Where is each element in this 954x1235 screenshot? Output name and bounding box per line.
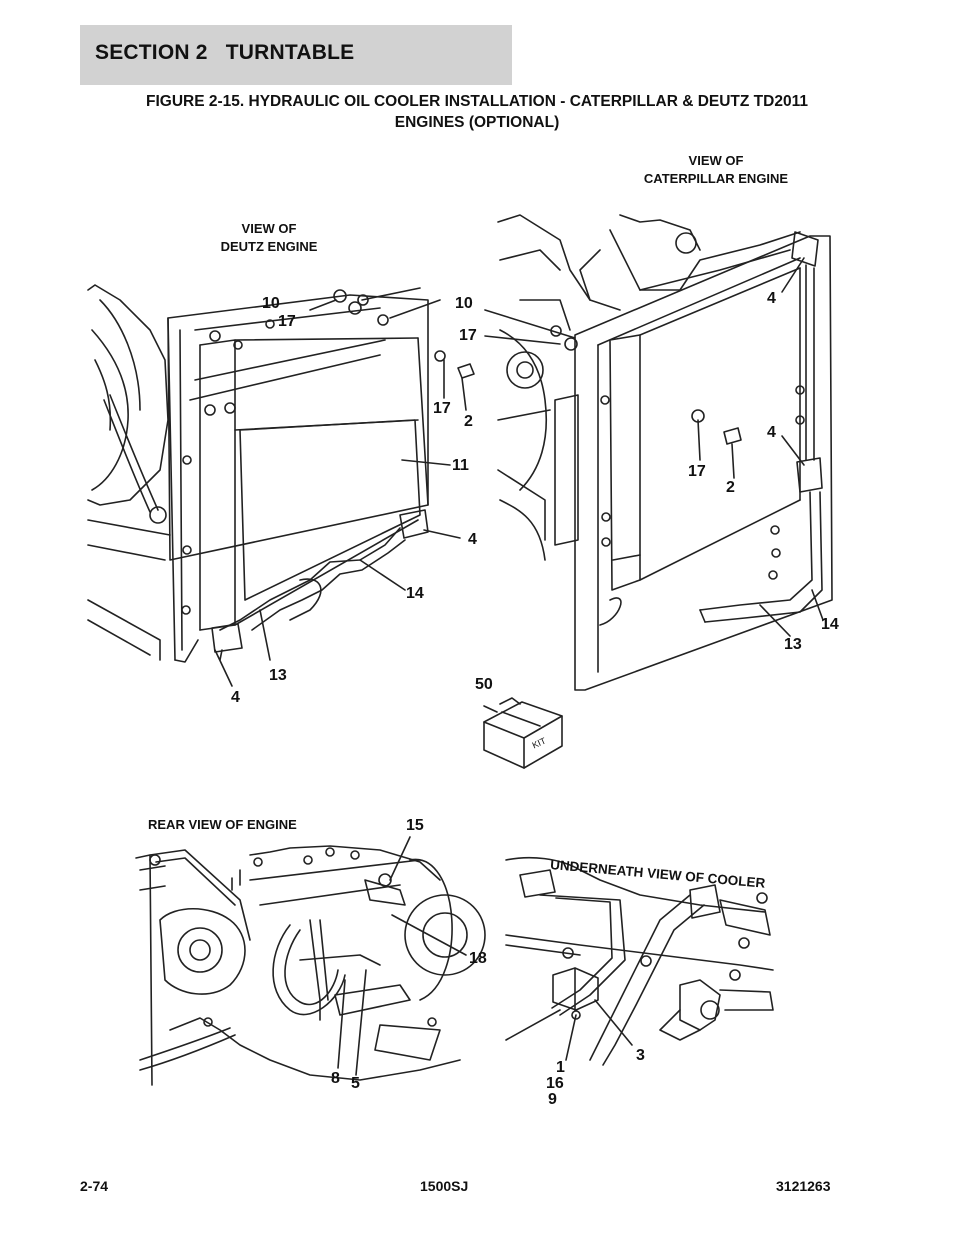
rear-view-drawing: [135, 836, 486, 1086]
callout-rear-5: 5: [351, 1075, 360, 1092]
model-number: 1500SJ: [420, 1178, 469, 1194]
caterpillar-view-label: VIEW OF CATERPILLAR ENGINE: [608, 152, 824, 188]
callout-rear-18: 18: [469, 950, 487, 967]
figure-title-line1: FIGURE 2-15. HYDRAULIC OIL COOLER INSTAL…: [146, 93, 808, 110]
callout-deutz-11: 11: [452, 457, 469, 474]
callout-under-1: 1: [556, 1059, 565, 1076]
callout-rear-15: 15: [406, 817, 424, 834]
caterpillar-view-label-line2: CATERPILLAR ENGINE: [643, 171, 789, 186]
deutz-engine-drawing: [87, 284, 475, 687]
page-number: 2-74: [80, 1178, 109, 1194]
caterpillar-engine-drawing: [484, 214, 833, 691]
rear-view-label: REAR VIEW OF ENGINE: [148, 817, 297, 832]
callout-cat-4b: 4: [767, 424, 776, 441]
callout-cat-14: 14: [821, 616, 839, 633]
callout-under-3: 3: [636, 1047, 645, 1064]
section-title: SECTION 2 TURNTABLE: [95, 41, 355, 64]
callout-deutz-10a: 10: [262, 295, 280, 312]
callout-cat-4a: 4: [767, 290, 776, 307]
callout-deutz-13: 13: [269, 667, 287, 684]
callout-rear-8: 8: [331, 1070, 340, 1087]
callout-cat-2: 2: [726, 479, 735, 496]
callout-deutz-17b: 17: [459, 327, 477, 344]
callout-deutz-17a: 17: [278, 313, 296, 330]
callout-under-9: 9: [548, 1091, 557, 1108]
callout-cat-17: 17: [688, 463, 706, 480]
caterpillar-view-label-line1: VIEW OF: [688, 153, 744, 168]
section-header-bar: [80, 25, 512, 85]
callout-deutz-10b: 10: [455, 295, 473, 312]
callout-deutz-4a: 4: [468, 531, 477, 548]
callout-deutz-4b: 4: [231, 689, 240, 706]
kit-box-icon: [483, 697, 563, 769]
callout-deutz-2: 2: [464, 413, 473, 430]
callout-deutz-17c: 17: [433, 400, 451, 417]
figure-title-line2: ENGINES (OPTIONAL): [394, 114, 560, 131]
figure-title: FIGURE 2-15. HYDRAULIC OIL COOLER INSTAL…: [60, 91, 894, 133]
underneath-view-drawing: [505, 856, 774, 1066]
deutz-view-label-line2: DEUTZ ENGINE: [220, 239, 318, 254]
deutz-view-label-line1: VIEW OF: [241, 221, 297, 236]
callout-under-16: 16: [546, 1075, 564, 1092]
manual-part-number: 3121263: [776, 1178, 831, 1194]
deutz-view-label: VIEW OF DEUTZ ENGINE: [193, 220, 345, 256]
callout-kit-50: 50: [475, 676, 493, 693]
callout-cat-13: 13: [784, 636, 802, 653]
callout-deutz-14: 14: [406, 585, 424, 602]
